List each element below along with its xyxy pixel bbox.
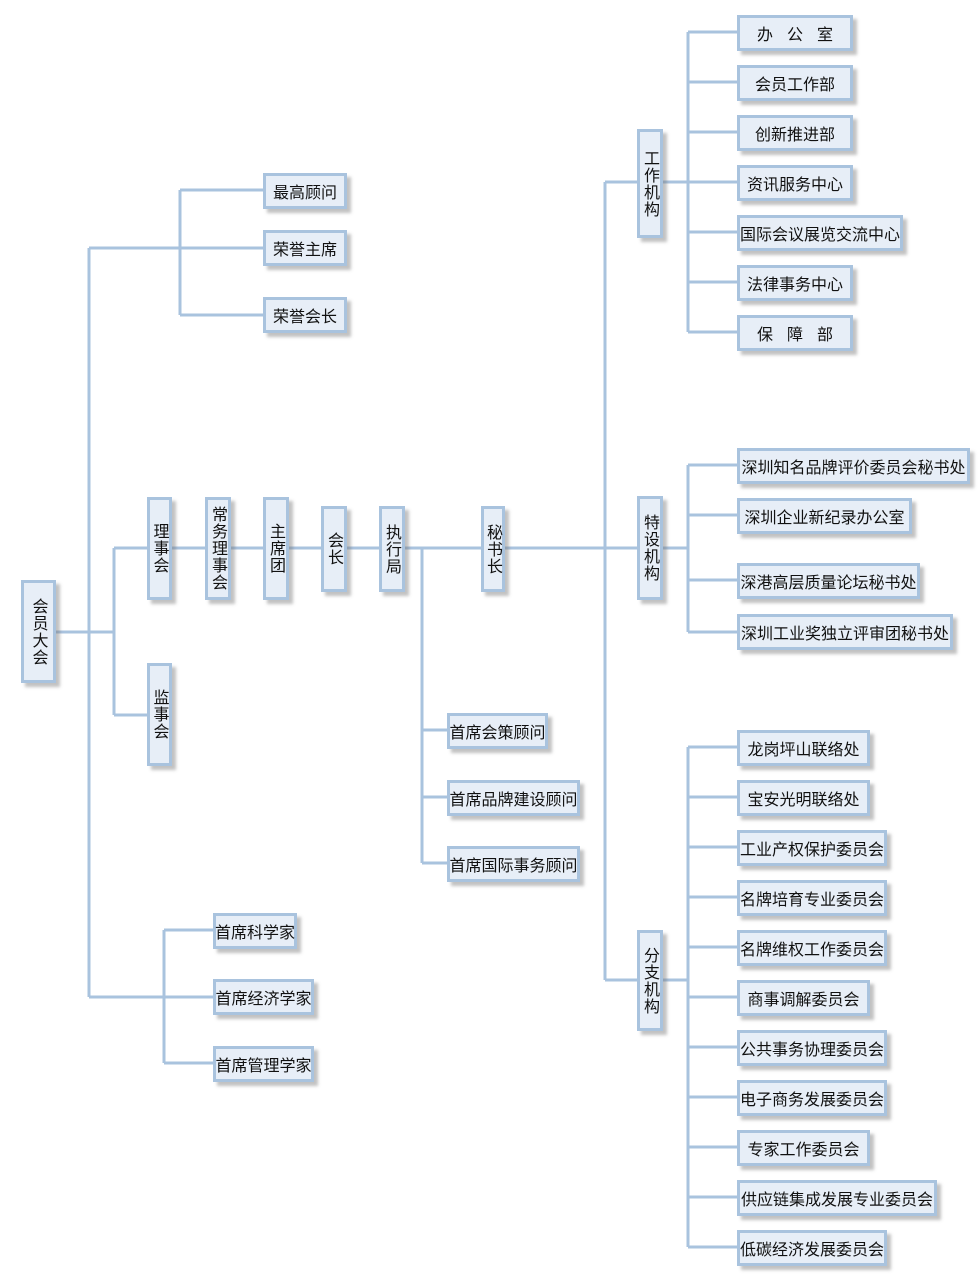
node-chief-management-scientist: 首席管理学家 — [213, 1046, 314, 1082]
work-unit-membership: 会员工作部 — [737, 65, 853, 101]
branch-unit-low-carbon: 低碳经济发展委员会 — [737, 1230, 887, 1266]
node-general-assembly: 会员大会 — [21, 580, 56, 683]
branch-unit-public-affairs: 公共事务协理委员会 — [737, 1030, 887, 1066]
work-unit-legal: 法律事务中心 — [737, 265, 853, 301]
node-supervisory-board: 监事会 — [147, 663, 172, 766]
special-unit-brand-evaluation: 深圳知名品牌评价委员会秘书处 — [737, 448, 970, 484]
branch-unit-expert-work: 专家工作委员会 — [737, 1130, 870, 1166]
branch-unit-ip-protection: 工业产权保护委员会 — [737, 830, 887, 866]
node-working-bodies: 工作机构 — [637, 129, 663, 238]
node-council: 理事会 — [147, 497, 172, 600]
branch-unit-e-commerce: 电子商务发展委员会 — [737, 1080, 887, 1116]
branch-unit-longgang-pingshan: 龙岗坪山联络处 — [737, 730, 870, 766]
node-chief-international-advisor: 首席国际事务顾问 — [447, 846, 580, 882]
work-unit-exhibition: 国际会议展览交流中心 — [737, 215, 903, 251]
work-unit-information: 资讯服务中心 — [737, 165, 853, 201]
node-chief-scientist: 首席科学家 — [213, 913, 297, 949]
node-chief-planning-advisor: 首席会策顾问 — [447, 713, 548, 749]
node-special-bodies: 特设机构 — [637, 496, 663, 600]
node-executive-bureau: 执行局 — [379, 506, 405, 592]
node-standing-council: 常务理事会 — [205, 497, 231, 600]
node-honorary-chairman: 荣誉主席 — [263, 230, 347, 266]
branch-unit-brand-rights: 名牌维权工作委员会 — [737, 930, 887, 966]
work-unit-logistics: 保障部 — [737, 315, 853, 351]
special-unit-enterprise-records: 深圳企业新纪录办公室 — [737, 498, 912, 534]
node-presidium: 主席团 — [263, 497, 289, 600]
special-unit-quality-forum: 深港高层质量论坛秘书处 — [737, 563, 920, 599]
node-president: 会长 — [321, 506, 347, 592]
node-honorary-president: 荣誉会长 — [263, 297, 347, 333]
branch-unit-brand-cultivation: 名牌培育专业委员会 — [737, 880, 887, 916]
work-unit-office: 办公室 — [737, 15, 853, 51]
node-chief-economist: 首席经济学家 — [213, 979, 314, 1015]
special-unit-industry-award-jury: 深圳工业奖独立评审团秘书处 — [737, 614, 953, 650]
branch-unit-baoan-guangming: 宝安光明联络处 — [737, 780, 870, 816]
work-unit-innovation: 创新推进部 — [737, 115, 853, 151]
node-chief-brand-advisor: 首席品牌建设顾问 — [447, 780, 580, 816]
node-top-advisor: 最高顾问 — [263, 173, 347, 209]
node-branch-bodies: 分支机构 — [637, 930, 663, 1031]
node-secretary-general: 秘书长 — [481, 506, 505, 592]
branch-unit-supply-chain: 供应链集成发展专业委员会 — [737, 1180, 937, 1216]
branch-unit-commercial-mediation: 商事调解委员会 — [737, 980, 870, 1016]
